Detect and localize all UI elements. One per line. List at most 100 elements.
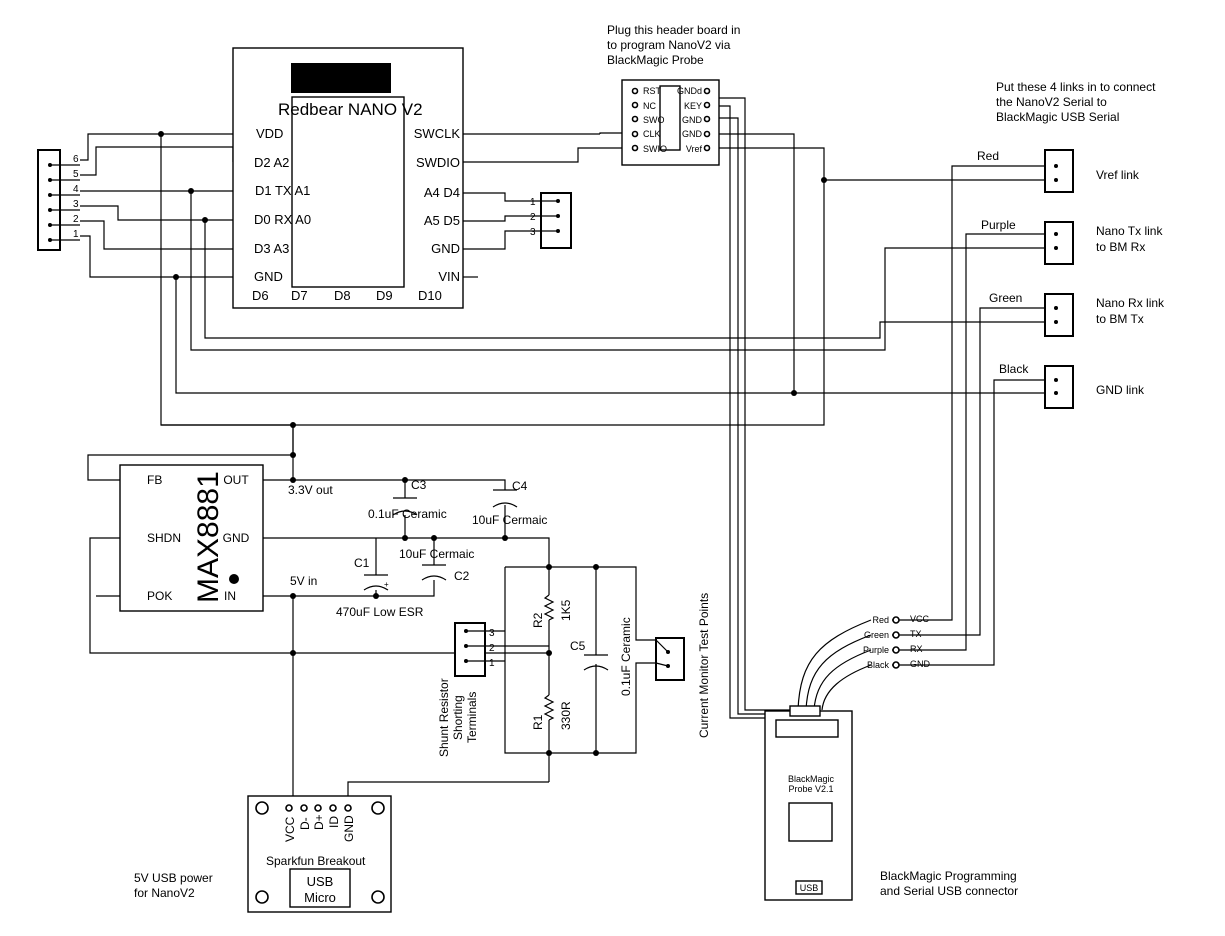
usb-pin: VCC xyxy=(283,816,297,842)
ribbon-color: Black xyxy=(867,660,890,670)
current-monitor-note: Current Monitor Test Points xyxy=(697,593,711,738)
ribbon-color: Green xyxy=(864,630,889,640)
regulator-name: MAX8881 xyxy=(192,471,225,603)
nano-pin: D7 xyxy=(291,288,308,303)
swd-pin: GND xyxy=(682,115,703,125)
link-nano-rx: Green Nano Rx link to BM Tx xyxy=(989,291,1165,337)
resistor-r2: R2 1K5 xyxy=(531,594,573,628)
capacitor-c5: C5 0.1uF Ceramic xyxy=(570,617,633,696)
nano-pin: D0 RX A0 xyxy=(254,212,311,227)
current-monitor-header xyxy=(655,637,685,681)
link-label: to BM Tx xyxy=(1096,312,1144,326)
note-line: Plug this header board in xyxy=(607,23,740,37)
cap-value: 0.1uF Ceramic xyxy=(368,507,447,521)
resistor-r1: R1 330R xyxy=(531,694,573,730)
header-j6: 6 5 4 3 2 1 xyxy=(37,149,80,251)
ribbon-signal: VCC xyxy=(910,614,930,624)
swd-pin: SWO xyxy=(643,115,665,125)
nano-title: Redbear NANO V2 xyxy=(278,100,423,119)
redbear-nano: Redbear NANO V2 VDD D2 A2 D1 TX A1 D0 RX… xyxy=(232,47,464,309)
pin-label: 5 xyxy=(73,169,79,180)
pin-label: 3 xyxy=(530,227,536,238)
note-line: BlackMagic Probe xyxy=(607,53,704,67)
swd-pin: GNDd xyxy=(677,86,702,96)
link-vref: Red Vref link xyxy=(977,149,1140,193)
cap-ref: C3 xyxy=(411,478,427,492)
blackmagic-probe: BlackMagic Probe V2.1 USB Red Green Purp… xyxy=(764,614,931,901)
pin-label: 1 xyxy=(530,197,536,208)
usb-pin: D- xyxy=(298,817,312,830)
sparkfun-breakout: VCC D- D+ ID GND Sparkfun Breakout USB M… xyxy=(247,795,392,913)
note-line: 5V USB power xyxy=(134,871,213,885)
wires xyxy=(80,97,1045,806)
capacitor-c3: C3 0.1uF Ceramic xyxy=(368,478,447,521)
cap-ref: C5 xyxy=(570,639,586,653)
pin-label: 1 xyxy=(73,229,79,240)
link-label: Nano Rx link xyxy=(1096,296,1165,310)
usb-pin: ID xyxy=(327,816,341,828)
pin-label: 6 xyxy=(73,154,79,165)
note-line: for NanoV2 xyxy=(134,886,195,900)
cap-value: 10uF Cermaic xyxy=(472,513,547,527)
cap-ref: C4 xyxy=(512,479,528,493)
net-label-3v3: 3.3V out xyxy=(288,483,333,497)
antenna-block xyxy=(291,63,391,93)
nano-pin: SWDIO xyxy=(416,155,460,170)
nano-pin: A5 D5 xyxy=(424,213,460,228)
swd-pin: RST xyxy=(643,86,662,96)
cap-value: 470uF Low ESR xyxy=(336,605,424,619)
note-line: to program NanoV2 via xyxy=(607,38,731,52)
capacitor-c4: C4 10uF Cermaic xyxy=(472,479,547,527)
ribbon-signal: GND xyxy=(910,659,931,669)
nano-pin: VDD xyxy=(256,126,283,141)
res-value: 1K5 xyxy=(559,599,573,621)
link-label: GND link xyxy=(1096,383,1145,397)
capacitor-c1: C1 + 470uF Low ESR xyxy=(336,556,424,619)
usb-socket-label: Micro xyxy=(304,890,336,905)
header-j3: 1 2 3 xyxy=(530,192,572,249)
probe-title: BlackMagic xyxy=(788,774,835,784)
regulator-pin: SHDN xyxy=(147,531,181,545)
regulator-pin: POK xyxy=(147,589,172,603)
link-label: Nano Tx link xyxy=(1096,224,1163,238)
breakout-title: Sparkfun Breakout xyxy=(266,854,366,868)
nano-pin: VIN xyxy=(438,269,460,284)
wire-color: Purple xyxy=(981,218,1016,232)
res-value: 330R xyxy=(559,701,573,730)
link-gnd: Black GND link xyxy=(999,362,1145,409)
shunt-note: Shunt Resistor Shorting Terminals xyxy=(437,678,479,757)
note-line: Terminals xyxy=(465,692,479,743)
cap-polarity: + xyxy=(384,580,389,589)
pin-label: 4 xyxy=(73,184,79,195)
nano-pin: D10 xyxy=(418,288,442,303)
nano-pin: D2 A2 xyxy=(254,155,289,170)
wire-color: Red xyxy=(977,149,999,163)
pin-label: 1 xyxy=(489,658,495,669)
links-note: Put these 4 links in to connect the Nano… xyxy=(996,80,1156,124)
link-label: Vref link xyxy=(1096,168,1140,182)
capacitor-c2: C2 10uF Cermaic xyxy=(399,547,474,583)
junctions xyxy=(158,131,827,756)
pin-label: 3 xyxy=(489,628,495,639)
note-line: Shorting xyxy=(451,695,465,740)
nano-pin: D3 A3 xyxy=(254,241,289,256)
link-label: to BM Rx xyxy=(1096,240,1145,254)
probe-title: Probe V2.1 xyxy=(788,784,833,794)
swd-header-board: RST NC SWO CLK SWIO GNDd KEY GND GND Vre… xyxy=(621,79,720,166)
net-label-5v: 5V in xyxy=(290,574,317,588)
note-line: Put these 4 links in to connect xyxy=(996,80,1156,94)
max8881-regulator: MAX8881 FB SHDN POK OUT GND IN xyxy=(119,464,264,612)
swd-pin: GND xyxy=(682,129,703,139)
pin-label: 2 xyxy=(489,643,495,654)
wire-color: Black xyxy=(999,362,1029,376)
ribbon-signal: TX xyxy=(910,629,922,639)
cap-ref: C2 xyxy=(454,569,470,583)
pin-label: 2 xyxy=(73,214,79,225)
ribbon-signal: RX xyxy=(910,644,923,654)
nano-pin: D6 xyxy=(252,288,269,303)
usb-power-note: 5V USB power for NanoV2 xyxy=(134,871,213,900)
ribbon-color: Purple xyxy=(863,645,889,655)
swd-pin: Vref xyxy=(686,144,703,154)
usb-pin: D+ xyxy=(312,814,326,830)
